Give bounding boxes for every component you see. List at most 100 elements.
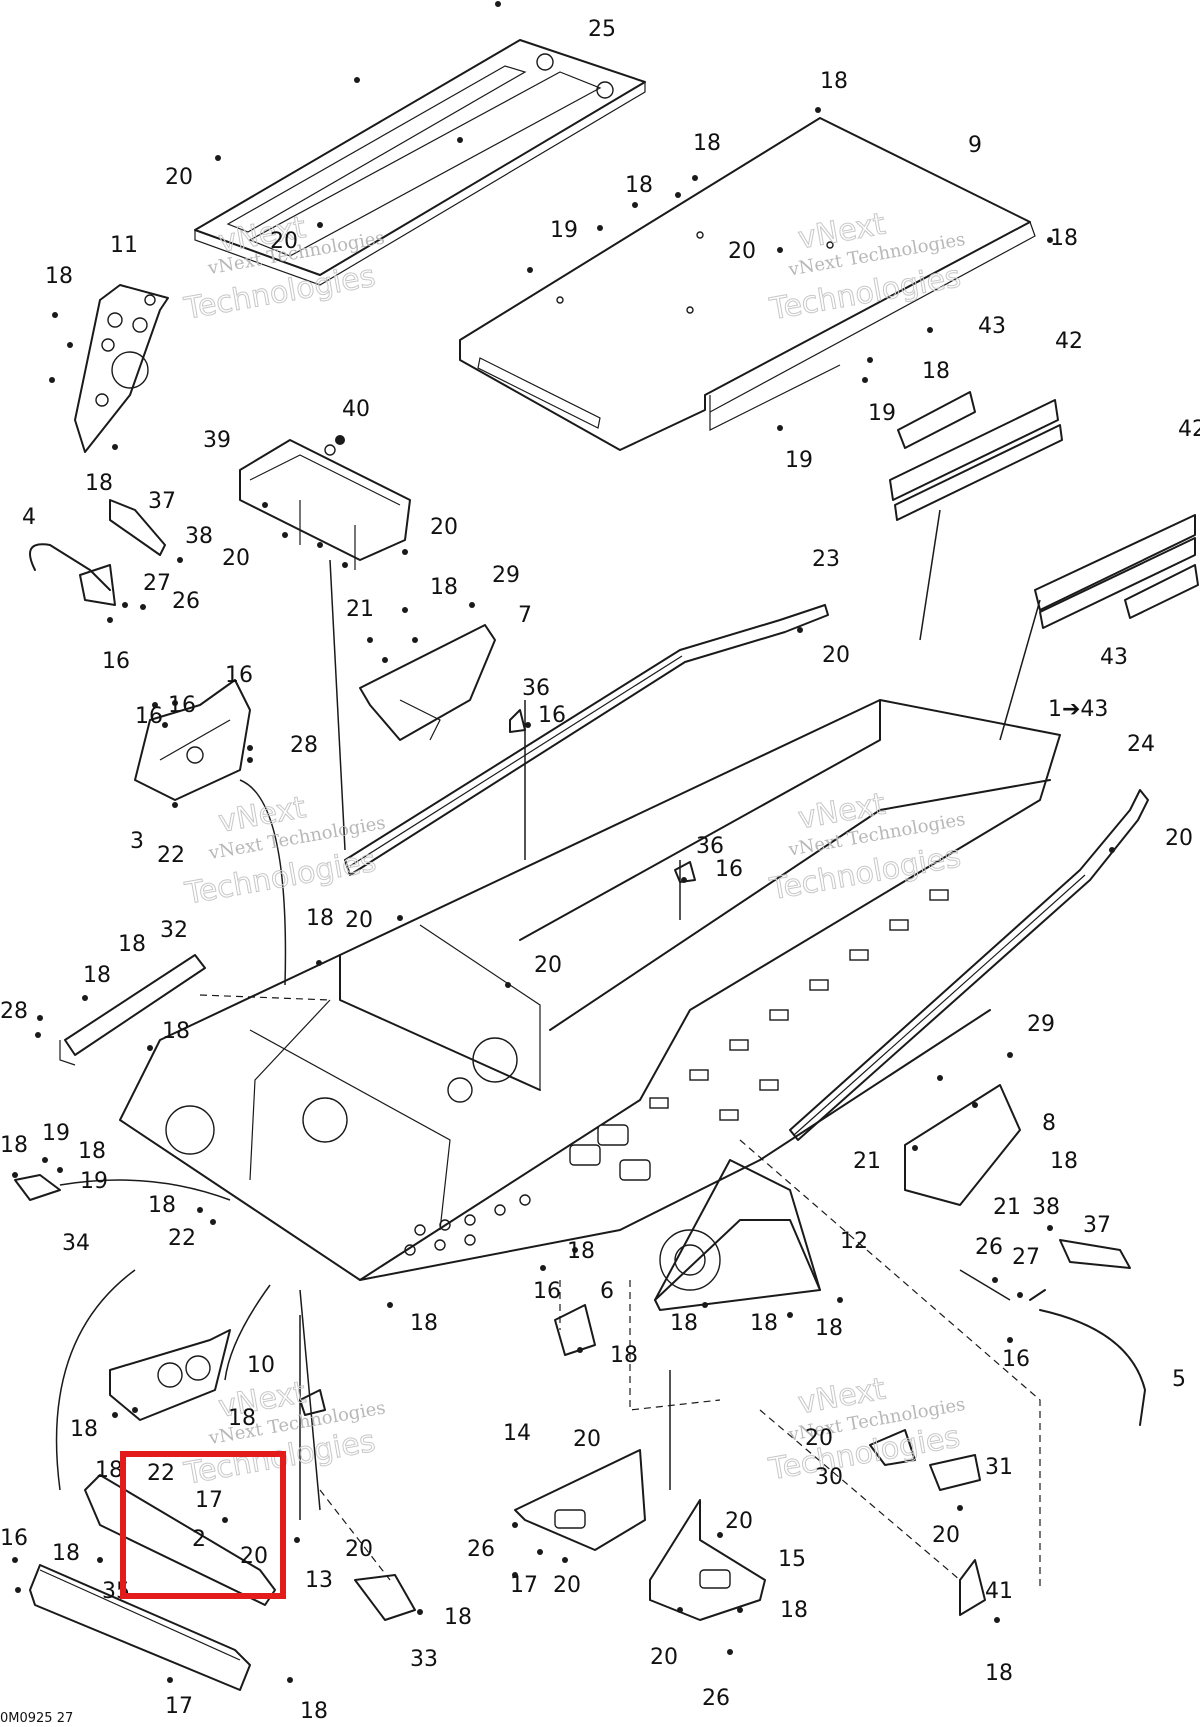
callout-c-3: 3 [130,829,144,854]
callout-c-16f: 16 [715,857,743,882]
callout-c-13: 13 [305,1568,333,1593]
callout-c-18z: 18 [52,1541,80,1566]
callout-c-22a: 22 [157,843,185,868]
part-32-plate [59,954,206,1066]
part-11-bracket [74,284,169,453]
callout-c-17b: 17 [510,1573,538,1598]
part-5-grab-handle [1029,1289,1146,1426]
callout-c-20e: 20 [430,515,458,540]
part-7-bracket [359,624,496,741]
callout-c-18k: 18 [83,963,111,988]
callout-c-1to43: 1➔43 [1048,697,1108,722]
part-10-bracket [109,1329,231,1421]
callout-c-18aa: 18 [780,1598,808,1623]
callout-c-39: 39 [203,428,231,453]
callout-c-28a: 28 [290,733,318,758]
callout-c-33: 33 [410,1647,438,1672]
callout-c-18e: 18 [625,173,653,198]
callout-c-22b: 22 [168,1226,196,1251]
callout-c-21a: 21 [346,597,374,622]
part-14-bracket [514,1449,646,1551]
callout-c-2: 2 [192,1527,206,1552]
callout-c-18y: 18 [95,1458,123,1483]
callout-c-20l: 20 [573,1427,601,1452]
callout-c-42b: 42 [1178,417,1200,442]
callout-c-27b: 27 [1012,1245,1040,1270]
callout-c-18ab: 18 [444,1605,472,1630]
callout-c-29b: 29 [1027,1012,1055,1037]
callout-c-18n: 18 [0,1133,28,1158]
callout-c-40: 40 [342,397,370,422]
callout-c-17c: 17 [165,1694,193,1719]
callout-c-17a: 17 [195,1488,223,1513]
callout-c-16b: 16 [538,703,566,728]
part-8-bracket [904,1084,1021,1206]
callout-c-5: 5 [1172,1367,1186,1392]
callout-c-19a: 19 [550,218,578,243]
callout-c-19c: 19 [785,448,813,473]
callout-c-6: 6 [600,1279,614,1304]
callout-c-26d: 26 [702,1686,730,1711]
callout-c-18a: 18 [45,264,73,289]
callout-c-18j: 18 [118,932,146,957]
part-15-bracket [649,1499,766,1621]
highlight-box [120,1451,286,1599]
callout-c-26a: 26 [172,589,200,614]
callout-c-37a: 37 [148,489,176,514]
callout-c-15: 15 [778,1547,806,1572]
part-39-bracket [239,439,411,570]
callout-c-16a: 16 [102,649,130,674]
callout-c-18x: 18 [228,1406,256,1431]
callout-c-28b: 28 [0,999,28,1024]
callout-c-20k: 20 [345,1537,373,1562]
assembly-arrows [55,509,1041,1590]
callout-c-20h: 20 [345,908,373,933]
callout-c-20n: 20 [932,1523,960,1548]
callout-c-18f: 18 [1050,226,1078,251]
fasteners [12,1,1115,1683]
part-25-plate [194,39,646,286]
callout-c-20c: 20 [728,239,756,264]
callout-c-19b: 19 [868,401,896,426]
callout-c-18r: 18 [410,1311,438,1336]
small-brackets [14,499,1131,1621]
part-35-skid-plate [29,1564,251,1691]
callout-c-18ad: 18 [300,1699,328,1724]
callout-labels: 2520201118181891818192018434218191942403… [0,17,1200,1724]
callout-c-18h: 18 [430,575,458,600]
part-3-bracket [134,679,251,801]
callout-c-18c: 18 [820,69,848,94]
callout-c-25: 25 [588,17,616,42]
callout-c-27a: 27 [143,571,171,596]
callout-c-18l: 18 [162,1019,190,1044]
callout-c-18q: 18 [567,1239,595,1264]
watermarks: vNext vNext Technologies Technologies vN… [181,206,967,1492]
callout-c-9: 9 [968,133,982,158]
callout-c-41: 41 [985,1579,1013,1604]
callout-c-18b: 18 [85,471,113,496]
part-42-43-brackets [889,391,1199,629]
callout-c-20j: 20 [240,1544,268,1569]
part-4-grab-handle [29,543,116,606]
callout-c-32: 32 [160,918,188,943]
callout-c-10: 10 [247,1353,275,1378]
callout-c-21c: 21 [993,1195,1021,1220]
part-2-skid-plate [84,1474,276,1606]
callout-c-26c: 26 [467,1537,495,1562]
callout-c-43b: 43 [1100,645,1128,670]
callout-c-18d: 18 [693,131,721,156]
callout-c-18g: 18 [922,359,950,384]
part-1-43-chassis [119,699,1061,1281]
callout-c-31: 31 [985,1455,1013,1480]
callout-c-38b: 38 [1032,1195,1060,1220]
callout-c-20q: 20 [650,1645,678,1670]
callout-c-20m: 20 [805,1426,833,1451]
callout-c-19d: 19 [42,1121,70,1146]
callout-c-18o: 18 [78,1139,106,1164]
callout-c-16d: 16 [168,693,196,718]
callout-c-16c: 16 [225,663,253,688]
callout-c-21b: 21 [853,1149,881,1174]
callout-c-22c: 22 [147,1461,175,1486]
part-12-side-plate [654,1159,821,1311]
